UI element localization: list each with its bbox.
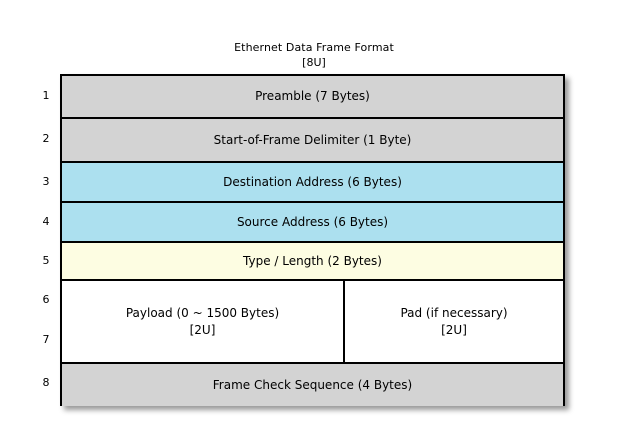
frame-field-payload-pad-row: Payload (0 ~ 1500 Bytes) [2U] Pad (if ne…	[62, 281, 563, 364]
frame-field-source-address-label: Source Address (6 Bytes)	[236, 214, 389, 229]
frame-field-table: Preamble (7 Bytes) Start-of-Frame Delimi…	[60, 74, 565, 406]
row-number-6: 6	[42, 293, 50, 306]
frame-field-frame-check-sequence-label: Frame Check Sequence (4 Bytes)	[212, 377, 413, 392]
row-number-1: 1	[42, 89, 50, 102]
row-number-4: 4	[42, 215, 50, 228]
ethernet-frame-diagram: 1 2 3 4 5 6 7 8 Preamble (7 Bytes) Start…	[32, 74, 568, 406]
frame-field-start-of-frame-delimiter-label: Start-of-Frame Delimiter (1 Byte)	[213, 132, 412, 147]
row-number-3: 3	[42, 175, 50, 188]
row-number-2: 2	[42, 132, 50, 145]
frame-field-start-of-frame-delimiter: Start-of-Frame Delimiter (1 Byte)	[62, 119, 563, 163]
diagram-title-block: Ethernet Data Frame Format [8U]	[0, 40, 628, 70]
frame-field-preamble: Preamble (7 Bytes)	[62, 76, 563, 119]
frame-field-type-length: Type / Length (2 Bytes)	[62, 243, 563, 281]
page-title: Ethernet Data Frame Format	[234, 41, 394, 54]
row-number-8: 8	[42, 376, 50, 389]
frame-field-payload-sublabel: [2U]	[189, 322, 216, 337]
frame-field-pad-sublabel: [2U]	[441, 322, 467, 337]
frame-field-payload-label: Payload (0 ~ 1500 Bytes)	[125, 305, 280, 320]
row-number-5: 5	[42, 254, 50, 267]
row-number-gutter: 1 2 3 4 5 6 7 8	[32, 74, 60, 406]
frame-field-pad-label: Pad (if necessary)	[400, 305, 508, 320]
frame-field-preamble-label: Preamble (7 Bytes)	[255, 89, 370, 103]
frame-field-source-address: Source Address (6 Bytes)	[62, 203, 563, 243]
frame-field-type-length-label: Type / Length (2 Bytes)	[243, 253, 382, 268]
frame-field-destination-address-label: Destination Address (6 Bytes)	[223, 174, 402, 189]
frame-field-destination-address: Destination Address (6 Bytes)	[62, 163, 563, 203]
page-subtitle: [8U]	[302, 56, 326, 69]
frame-field-pad: Pad (if necessary) [2U]	[345, 281, 563, 362]
frame-field-payload: Payload (0 ~ 1500 Bytes) [2U]	[62, 281, 345, 362]
frame-field-frame-check-sequence: Frame Check Sequence (4 Bytes)	[62, 364, 563, 406]
row-number-7: 7	[42, 333, 50, 346]
